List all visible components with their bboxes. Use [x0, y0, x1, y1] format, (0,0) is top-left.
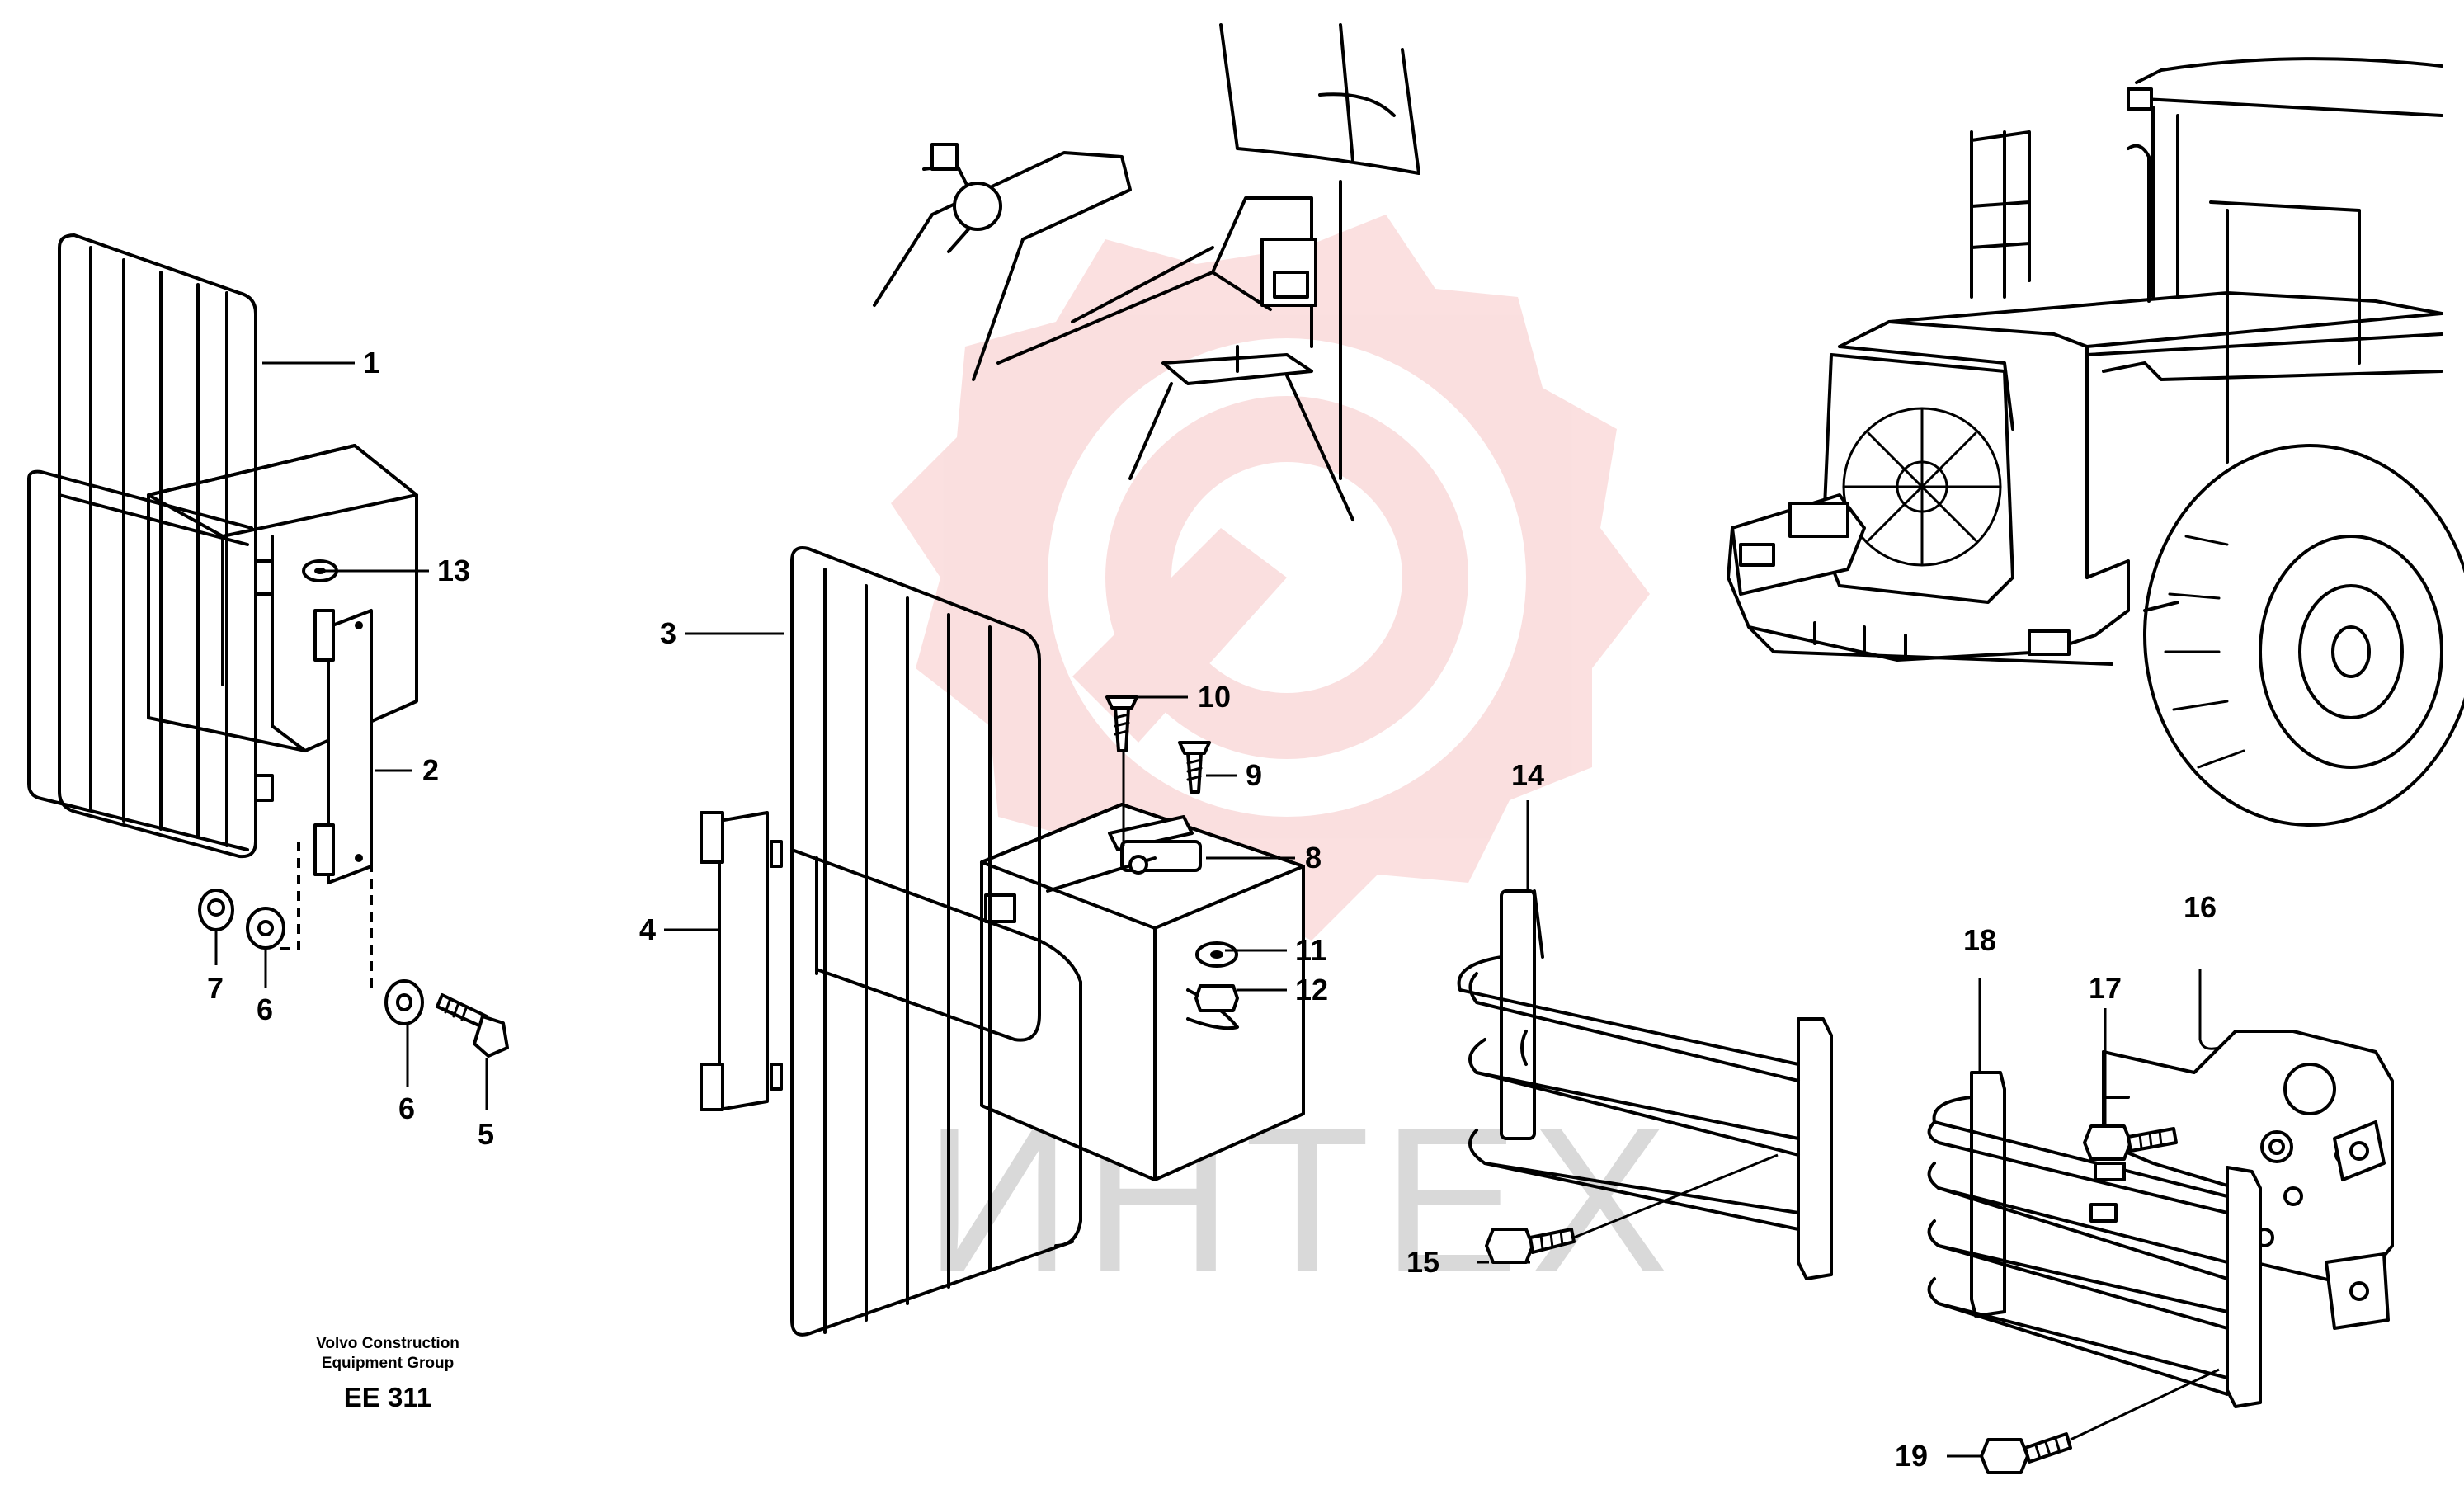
callout-12: 12 — [1295, 973, 1328, 1007]
document-id: EE 311 — [344, 1382, 431, 1412]
left-fasteners — [198, 842, 509, 1058]
callout-5: 5 — [478, 1117, 494, 1151]
callout-9: 9 — [1246, 758, 1262, 792]
machine-front-view — [1727, 57, 2464, 827]
lamp-guard-14 — [1457, 889, 1833, 1280]
middle-battery-box — [980, 803, 1305, 1181]
leader-lines — [214, 361, 2220, 1458]
callout-3: 3 — [660, 616, 676, 650]
callouts: 1 2 3 4 5 6 6 7 8 9 10 11 12 13 14 15 16… — [207, 346, 2217, 1473]
callout-11: 11 — [1295, 933, 1326, 967]
middle-screws — [1105, 695, 1239, 1012]
bolt-19 — [1980, 1368, 2220, 1474]
callout-7: 7 — [207, 971, 224, 1005]
callout-8: 8 — [1305, 841, 1322, 875]
watermark-gear-logo — [891, 215, 1650, 941]
callout-13: 13 — [437, 554, 470, 587]
callout-2: 2 — [422, 753, 439, 787]
callout-17: 17 — [2089, 971, 2122, 1005]
callout-6a: 6 — [398, 1091, 415, 1125]
middle-hinge-bracket — [700, 811, 783, 1111]
callout-16: 16 — [2184, 890, 2217, 924]
callout-19: 19 — [1895, 1439, 1928, 1473]
lamp-bracket-16 — [2102, 1030, 2394, 1330]
left-guard-grille — [27, 233, 257, 859]
credit-line-2: Equipment Group — [322, 1355, 454, 1372]
left-battery-box — [147, 444, 418, 802]
upper-machine-view — [873, 23, 1420, 521]
bolt-17 — [2083, 1124, 2178, 1161]
lamp-guard-18 — [1927, 1071, 2262, 1408]
callout-1: 1 — [363, 346, 379, 380]
left-washer-13 — [302, 559, 338, 582]
callout-6b: 6 — [257, 992, 273, 1026]
credit-line-1: Volvo Construction — [316, 1335, 459, 1352]
callout-18: 18 — [1963, 923, 1996, 957]
callout-15: 15 — [1406, 1245, 1439, 1279]
callout-4: 4 — [639, 912, 656, 946]
callout-10: 10 — [1198, 680, 1231, 714]
left-hinge-bracket — [313, 609, 373, 884]
callout-14: 14 — [1511, 758, 1544, 792]
middle-guard-grille — [790, 546, 1082, 1337]
